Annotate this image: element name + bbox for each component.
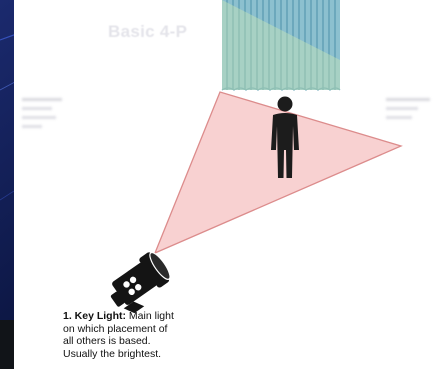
key-light-caption: 1. Key Light: Main light on which placem… (63, 310, 253, 360)
curtain-icon (222, 0, 340, 90)
caption-line-2: on which placement of (63, 323, 167, 335)
caption-line-4: Usually the brightest. (63, 348, 161, 360)
spotlight-icon (102, 248, 178, 319)
caption-title: 1. Key Light: (63, 310, 126, 322)
caption-line-1: Main light (126, 310, 174, 322)
caption-line-3: all others is based. (63, 335, 151, 347)
